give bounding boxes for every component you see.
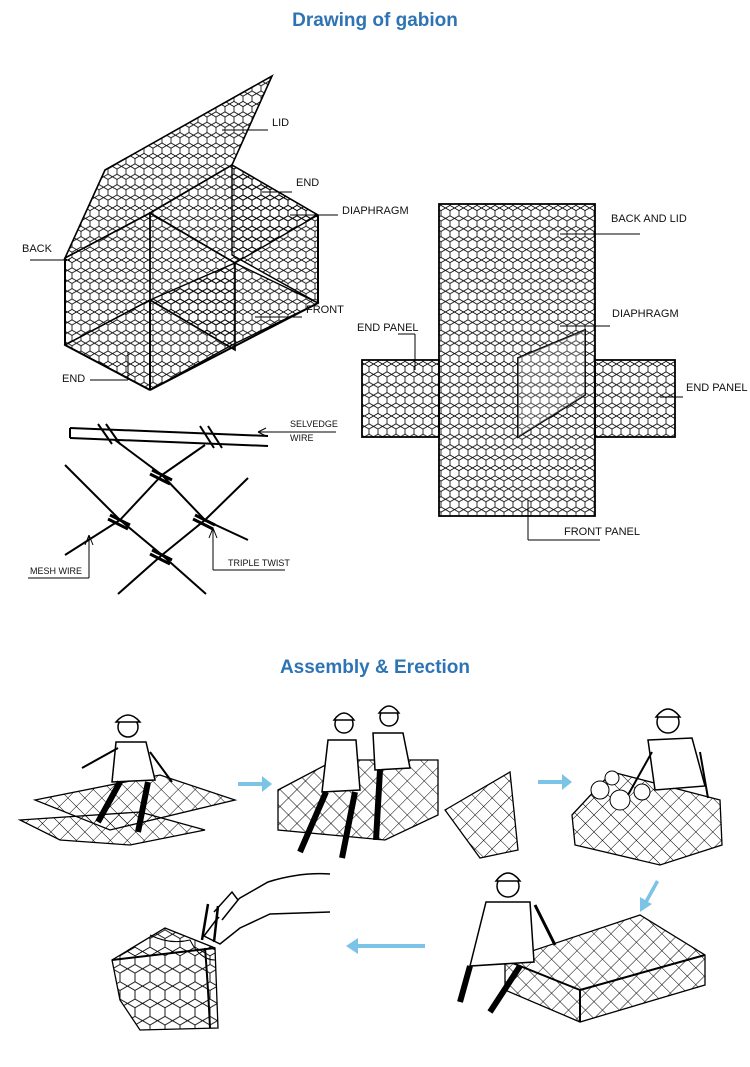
label-mesh-wire: MESH WIRE: [30, 566, 82, 576]
arrow-step-2: [538, 774, 572, 790]
gabion-net-layout: [361, 203, 676, 517]
label-selvedge-wire: WIRE: [290, 433, 314, 443]
label-back-and-lid: BACK AND LID: [611, 213, 687, 225]
label-end-panel-right: END PANEL: [686, 382, 748, 394]
step-assemble-box: [277, 705, 519, 859]
label-selvedge: SELVEDGE: [290, 419, 338, 429]
box-diaphragm: [149, 211, 236, 352]
label-end-bottom: END: [62, 373, 85, 385]
label-end-panel-left: END PANEL: [357, 322, 419, 334]
box-leader-lines: [30, 129, 338, 381]
step-lace-edges: [111, 872, 331, 1031]
label-diaphragm-box: DIAPHRAGM: [342, 205, 409, 217]
net-end-panel-left: [361, 359, 440, 438]
drawing-title: Drawing of gabion: [292, 10, 458, 31]
arrow-step-4: [346, 938, 425, 954]
wire-detail: [28, 423, 336, 595]
label-triple-twist: TRIPLE TWIST: [228, 558, 290, 568]
net-end-panel-right: [594, 359, 676, 438]
arrow-step-1: [238, 776, 272, 792]
label-front-panel: FRONT PANEL: [564, 526, 640, 538]
assembly-title: Assembly & Erection: [279, 657, 471, 678]
gabion-box-3d: [63, 74, 320, 391]
arrow-step-3: [640, 880, 659, 912]
net-diaphragm: [517, 328, 586, 439]
label-front: FRONT: [306, 304, 344, 316]
step-close-lid: [457, 872, 706, 1023]
label-back: BACK: [22, 243, 53, 255]
label-lid: LID: [272, 117, 289, 129]
label-end-top: END: [296, 177, 319, 189]
label-diaphragm-net: DIAPHRAGM: [612, 308, 679, 320]
step-unfold-mesh: [17, 714, 238, 846]
net-leader-lines: [398, 233, 683, 541]
step-fill-stones: [571, 708, 723, 866]
